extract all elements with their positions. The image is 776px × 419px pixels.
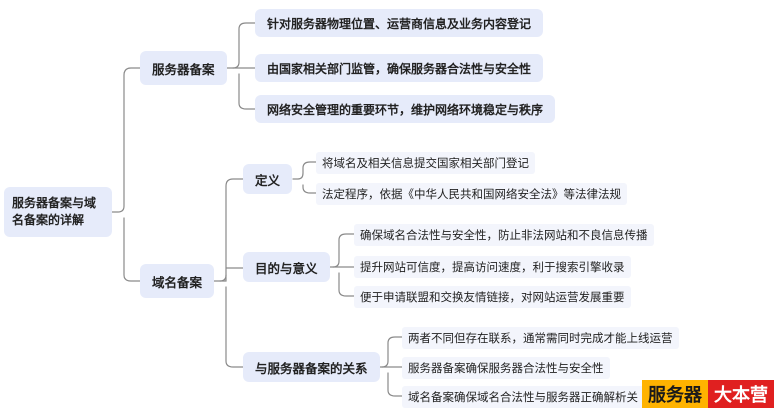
server-filing-node[interactable]: 服务器备案: [140, 51, 227, 85]
relation-node[interactable]: 与服务器备案的关系: [243, 352, 380, 382]
definition-item[interactable]: 法定程序，依据《中华人民共和国网络安全法》等法律法规: [316, 183, 627, 205]
root-label: 服务器备案与域名备案的详解: [12, 196, 97, 227]
definition-item[interactable]: 将域名及相关信息提交国家相关部门登记: [316, 152, 535, 174]
server-filing-label: 服务器备案: [152, 62, 215, 77]
domain-filing-node[interactable]: 域名备案: [140, 264, 215, 298]
relation-item[interactable]: 域名备案确保域名合法性与服务器正确解析关: [402, 386, 644, 408]
server-filing-item-text: 针对服务器物理位置、运营商信息及业务内容登记: [267, 16, 532, 31]
brand-watermark: 服务器 大本营: [642, 380, 774, 408]
server-filing-item-text: 由国家相关部门监管，确保服务器合法性与安全性: [267, 61, 532, 76]
purpose-item[interactable]: 确保域名合法性与安全性，防止非法网站和不良信息传播: [354, 224, 654, 246]
definition-node[interactable]: 定义: [243, 164, 293, 194]
brand-part-2: 大本营: [708, 380, 774, 408]
purpose-item[interactable]: 便于申请联盟和交换友情链接，对网站运营发展重要: [354, 286, 631, 308]
relation-label: 与服务器备案的关系: [255, 361, 368, 376]
relation-item[interactable]: 两者不同但存在联系，通常需同时完成才能上线运营: [402, 327, 679, 349]
purpose-item[interactable]: 提升网站可信度，提高访问速度，利于搜索引擎收录: [354, 256, 631, 278]
server-filing-item[interactable]: 由国家相关部门监管，确保服务器合法性与安全性: [255, 54, 544, 82]
brand-part-1: 服务器: [642, 380, 708, 408]
server-filing-item[interactable]: 针对服务器物理位置、运营商信息及业务内容登记: [255, 9, 544, 37]
root-node[interactable]: 服务器备案与域名备案的详解: [4, 187, 112, 237]
server-filing-item-text: 网络安全管理的重要环节，维护网络环境稳定与秩序: [267, 102, 544, 117]
relation-item[interactable]: 服务器备案确保服务器合法性与安全性: [402, 357, 610, 379]
purpose-label: 目的与意义: [255, 261, 318, 276]
server-filing-item[interactable]: 网络安全管理的重要环节，维护网络环境稳定与秩序: [255, 95, 556, 123]
definition-label: 定义: [255, 173, 281, 188]
domain-filing-label: 域名备案: [152, 275, 203, 290]
purpose-node[interactable]: 目的与意义: [243, 252, 330, 282]
